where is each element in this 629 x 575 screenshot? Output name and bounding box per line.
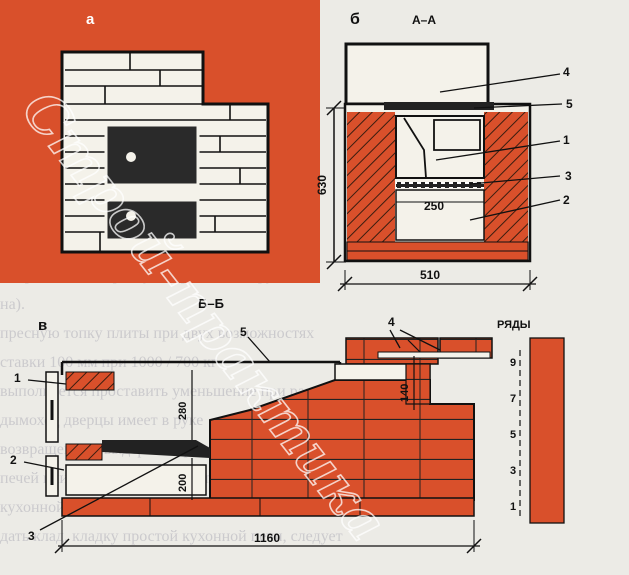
ash-pit-door-handle	[126, 211, 136, 221]
panel-b: б А–А 630 510 250	[315, 11, 573, 292]
firebox-door-handle	[126, 152, 136, 162]
grate	[396, 182, 484, 188]
firebox-door	[104, 123, 200, 187]
dim-gap: 250	[424, 199, 444, 213]
callout-v-4: 4	[388, 315, 395, 329]
panel-b-section: А–А	[412, 13, 436, 27]
panel-a: а Б–Б	[0, 0, 320, 311]
dim-height: 630	[315, 175, 329, 195]
row-1: 1	[510, 501, 516, 513]
left-brick-mid	[65, 443, 103, 461]
row-3: 3	[510, 465, 516, 477]
cooking-plate	[384, 102, 494, 110]
right-wall-hatch	[484, 112, 528, 242]
dim-140: 140	[399, 384, 411, 402]
rows-brick-column	[529, 337, 565, 524]
dim-width: 510	[420, 268, 440, 282]
callout-b-3: 3	[565, 169, 572, 183]
row-5: 5	[510, 429, 516, 441]
rows-title: РЯДЫ	[497, 319, 531, 331]
callout-b-1: 1	[563, 133, 570, 147]
grate-v	[102, 440, 210, 458]
callout-v-5: 5	[240, 325, 247, 339]
panel-a-caption: Б–Б	[198, 296, 224, 311]
row-9: 9	[510, 357, 516, 369]
foundation-course	[61, 497, 475, 517]
panel-a-label: а	[86, 11, 95, 28]
ash-pit-space	[65, 464, 207, 496]
callout-v-3: 3	[28, 529, 35, 543]
callout-b-4: 4	[563, 65, 570, 79]
damper	[377, 351, 491, 359]
row-7: 7	[510, 393, 516, 405]
dim-200: 200	[177, 474, 189, 492]
dim-280: 280	[177, 402, 189, 420]
chimney-bricks-left	[345, 337, 439, 365]
rows-column: РЯДЫ 9 7 5 3 1	[497, 319, 565, 524]
callout-b-2: 2	[563, 193, 570, 207]
panel-b-label: б	[350, 11, 360, 28]
dim-length: 1160	[254, 531, 280, 545]
ash-pit	[395, 189, 485, 241]
callout-v-2: 2	[10, 453, 17, 467]
ash-pit-door	[104, 198, 200, 242]
panel-v-label: в	[38, 317, 47, 334]
chimney-top	[344, 42, 490, 106]
panel-v: в 280 200 140	[10, 315, 493, 554]
callout-b-5: 5	[566, 97, 573, 111]
left-brick-top	[65, 371, 115, 391]
callout-v-1: 1	[14, 371, 21, 385]
left-wall-hatch	[347, 112, 395, 242]
firebox-chamber	[395, 115, 485, 179]
